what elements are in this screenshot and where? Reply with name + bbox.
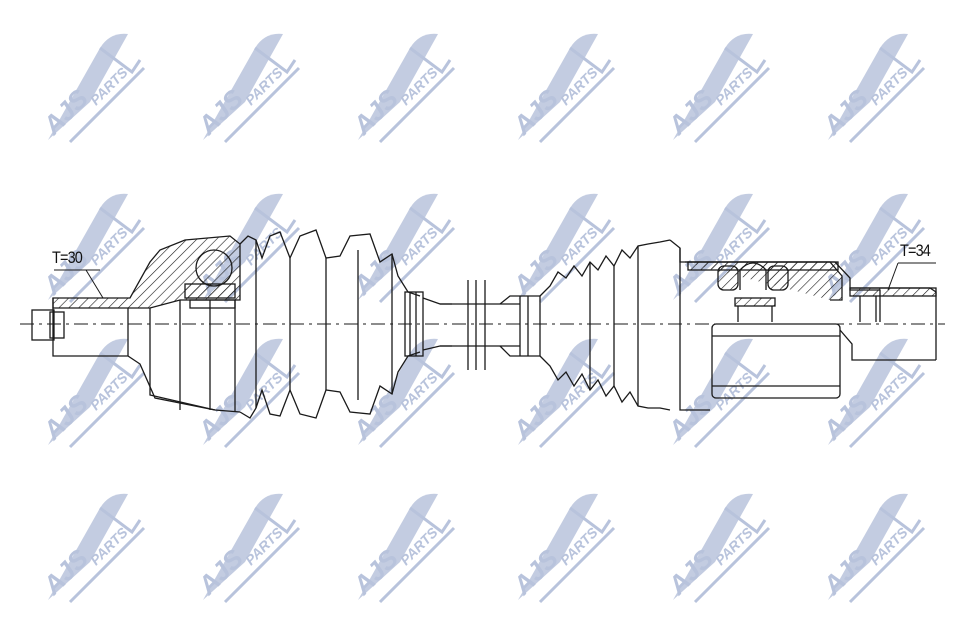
right-thread-length-label: T=34 bbox=[900, 241, 931, 260]
left-thread-length-label: T=30 bbox=[52, 248, 83, 267]
ajs-parts-watermark: AJS PARTS bbox=[191, 338, 301, 449]
ajs-parts-watermark: AJS PARTS bbox=[661, 193, 771, 304]
